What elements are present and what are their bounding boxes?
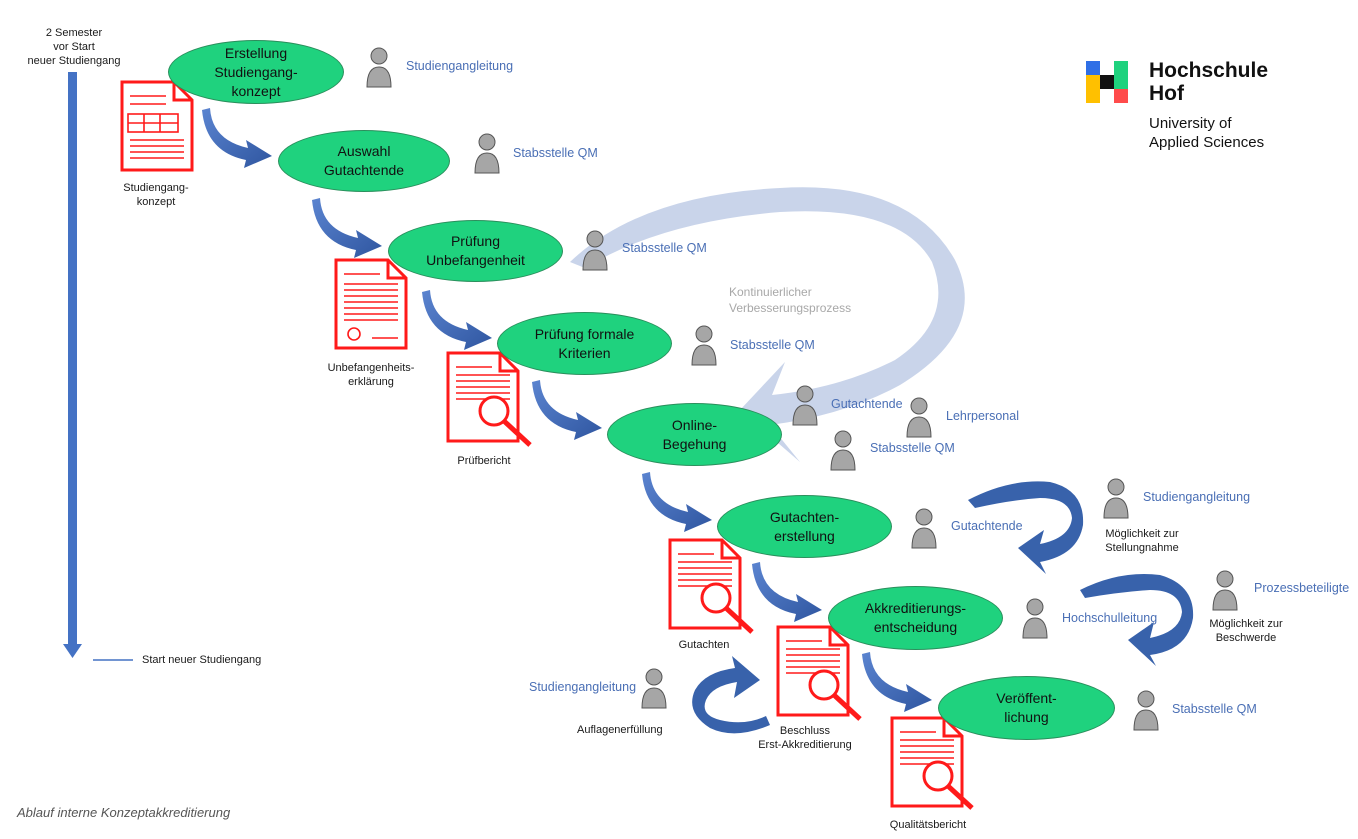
actor-label: Prozessbeteiligte [1254,581,1350,595]
step-gutachtenerstellung: Gutachten- erstellung [717,495,892,558]
improvement-loop-label: Kontinuierlicher Verbesserungsprozess [729,285,852,315]
improvement-loop-arrow [570,187,965,463]
step-akkreditierungsentscheidung: Akkreditierungs- entscheidung [828,586,1003,650]
step-pruefung-formale-kriterien: Prüfung formale Kriterien [497,312,672,375]
actor-label: Stabsstelle QM [622,241,707,255]
step-online-begehung: Online- Begehung [607,403,782,466]
actor-label: Studiengangleitung [529,680,637,694]
actor-label: Studiengangleitung [406,59,514,73]
statement-loop-arrow [968,481,1084,574]
actor-label: Studiengangleitung [1143,490,1251,504]
document-label: Gutachten [678,639,730,651]
step-auswahl-gutachtende: Auswahl Gutachtende [278,130,450,192]
timeline-start-label: 2 Semester vor Start neuer Studiengang [27,27,121,67]
timeline-end-label: Start neuer Studiengang [142,654,262,666]
actor-label: Hochschulleitung [1062,611,1158,625]
actor-label: Stabsstelle QM [513,146,598,160]
step-studiengangkonzept: Erstellung Studiengang- konzept [168,40,344,104]
logo-mark [1086,61,1128,103]
actor-label: Stabsstelle QM [1172,702,1257,716]
step-veroeffentlichung: Veröffent- lichung [938,676,1115,740]
logo-subtitle: University of Applied Sciences [1149,115,1265,151]
conditions-loop-label: Auflagenerfüllung [577,724,663,736]
document-label: Beschluss Erst-Akkreditierung [758,725,852,751]
document-label: Prüfbericht [457,455,511,467]
logo-title: Hochschule Hof [1149,59,1269,105]
figure-caption: Ablauf interne Konzeptakkreditierung [17,805,231,820]
actor-label: Stabsstelle QM [730,338,815,352]
conditions-loop-arrow [692,656,770,734]
actor-label: Stabsstelle QM [870,441,955,455]
document-label: Qualitätsbericht [889,819,967,831]
document-label: Unbefangenheits- erklärung [327,362,415,388]
actor-label: Lehrpersonal [946,409,1019,423]
step-pruefung-unbefangenheit: Prüfung Unbefangenheit [388,220,563,282]
document-icons [120,80,974,810]
timeline-arrow [63,72,82,658]
actor-label: Gutachtende [951,519,1023,533]
statement-loop-label: Möglichkeit zur Stellungnahme [1105,528,1179,554]
complaint-loop-label: Möglichkeit zur Beschwerde [1209,618,1283,644]
document-label: Studiengang- konzept [123,182,189,208]
actor-label: Gutachtende [831,397,903,411]
complaint-loop-arrow [1080,574,1194,666]
